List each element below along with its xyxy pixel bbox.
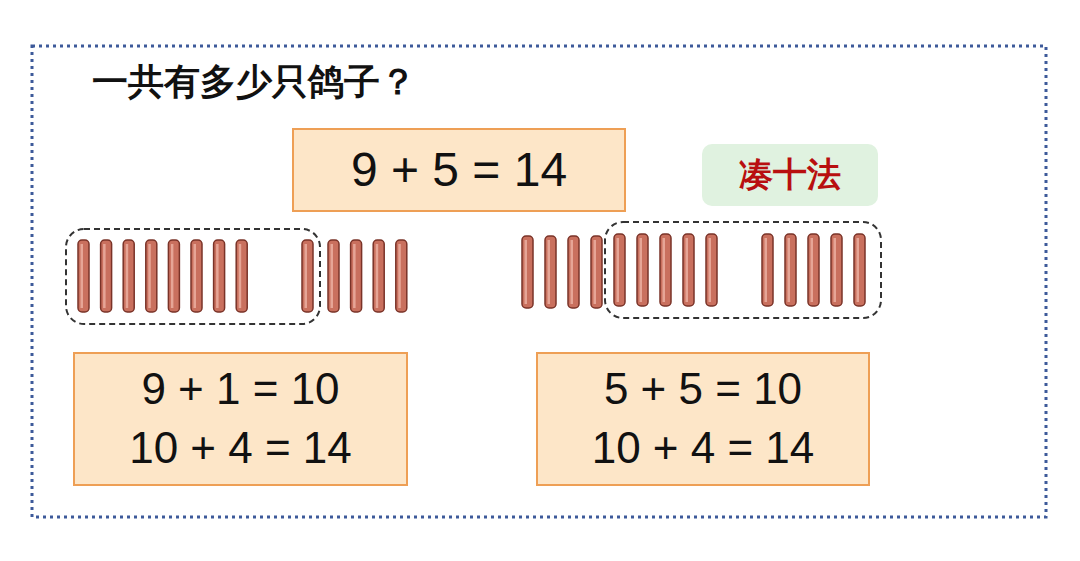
stick-highlight: [857, 238, 860, 302]
counting-stick: [762, 234, 773, 306]
stick-highlight: [594, 240, 597, 304]
counting-stick: [396, 240, 407, 312]
counting-stick: [785, 234, 796, 306]
counting-stick: [214, 240, 225, 312]
counting-stick: [568, 236, 579, 308]
stick-highlight: [376, 244, 379, 308]
stick-highlight: [834, 238, 837, 302]
stick-highlight: [640, 238, 643, 302]
stick-highlight: [398, 244, 401, 308]
counting-sticks: [78, 234, 865, 312]
stick-highlight: [103, 244, 106, 308]
counting-stick: [191, 240, 202, 312]
counting-stick: [146, 240, 157, 312]
equation-text: 10 + 4 = 14: [592, 423, 815, 474]
counting-stick: [522, 236, 533, 308]
counting-stick: [637, 234, 648, 306]
equation-text: 9 + 1 = 10: [141, 364, 339, 415]
stick-highlight: [239, 244, 242, 308]
counting-stick: [854, 234, 865, 306]
stick-highlight: [305, 244, 308, 308]
stick-highlight: [765, 238, 768, 302]
method-label: 凑十法: [739, 155, 841, 194]
stick-highlight: [811, 238, 814, 302]
stick-highlight: [663, 238, 666, 302]
step-box: 9 + 1 = 10 10 + 4 = 14: [73, 352, 408, 486]
counting-stick: [808, 234, 819, 306]
equation-text: 5 + 5 = 10: [604, 364, 802, 415]
counting-stick: [302, 240, 313, 312]
stick-highlight: [216, 244, 219, 308]
stick-highlight: [126, 244, 129, 308]
stick-highlight: [525, 240, 528, 304]
group-outline: [605, 222, 881, 318]
counting-stick: [831, 234, 842, 306]
equation-text: 9 + 5 = 14: [351, 142, 567, 197]
stick-highlight: [709, 238, 712, 302]
stick-highlight: [81, 244, 84, 308]
counting-stick: [123, 240, 134, 312]
stick-highlight: [686, 238, 689, 302]
equation-text: 10 + 4 = 14: [129, 423, 352, 474]
counting-stick: [328, 240, 339, 312]
counting-stick: [101, 240, 112, 312]
counting-stick: [373, 240, 384, 312]
counting-stick: [660, 234, 671, 306]
step-box: 5 + 5 = 10 10 + 4 = 14: [536, 352, 870, 486]
counting-stick: [351, 240, 362, 312]
counting-stick: [236, 240, 247, 312]
counting-stick: [683, 234, 694, 306]
counting-stick: [78, 240, 89, 312]
stick-highlight: [617, 238, 620, 302]
group-outline: [66, 229, 320, 324]
stick-highlight: [548, 240, 551, 304]
stick-highlight: [148, 244, 151, 308]
stick-highlight: [331, 244, 334, 308]
counting-stick: [706, 234, 717, 306]
title: 一共有多少只鸽子？: [92, 58, 416, 107]
outer-border: [32, 46, 1046, 517]
counting-stick: [168, 240, 179, 312]
counting-stick: [614, 234, 625, 306]
method-badge: 凑十法: [702, 144, 878, 206]
stick-highlight: [194, 244, 197, 308]
counting-stick: [591, 236, 602, 308]
stick-highlight: [171, 244, 174, 308]
counting-stick: [545, 236, 556, 308]
stick-highlight: [788, 238, 791, 302]
stick-highlight: [571, 240, 574, 304]
equation-box: 9 + 5 = 14: [292, 128, 626, 212]
stick-highlight: [353, 244, 356, 308]
